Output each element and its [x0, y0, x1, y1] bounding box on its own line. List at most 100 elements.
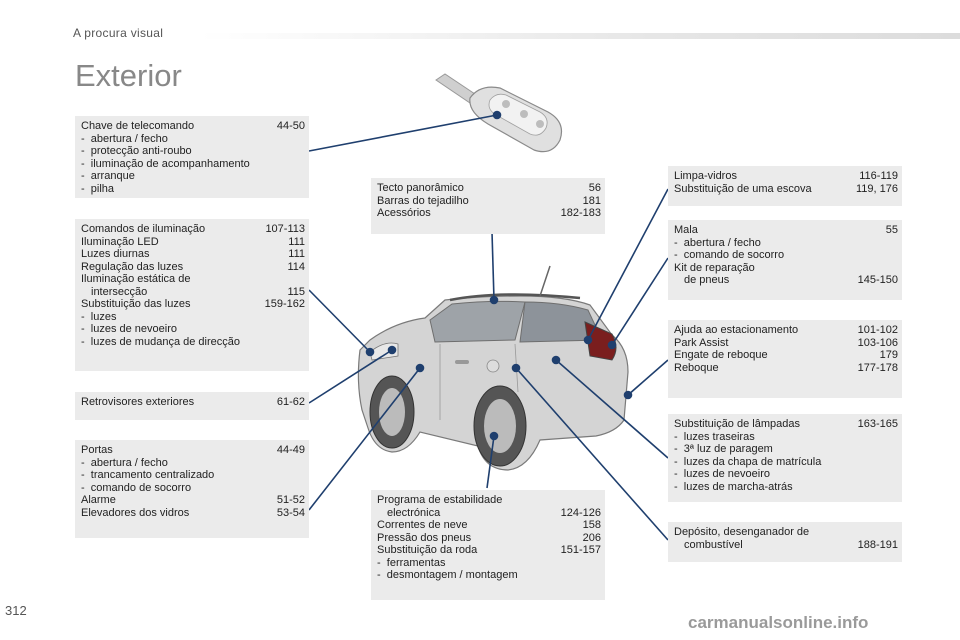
sub-item: abertura / fecho	[81, 457, 305, 470]
entry-pages: 44-50	[276, 120, 305, 132]
entry-label: pilha	[81, 183, 114, 196]
sub-item: abertura / fecho	[81, 133, 305, 146]
entry-pages: 111	[288, 248, 305, 260]
entry-label: Ajuda ao estacionamento	[674, 324, 799, 336]
section-title: A procura visual	[73, 26, 164, 40]
entry-label: Chave de telecomando	[81, 120, 195, 132]
entry-label: Alarme	[81, 494, 116, 506]
sub-item: iluminação de acompanhamento	[81, 158, 305, 171]
entry-label: abertura / fecho	[81, 133, 168, 146]
entry-label: comando de socorro	[81, 482, 191, 495]
entry-pages: 158	[582, 519, 601, 531]
sub-item: 3ª luz de paragem	[674, 443, 898, 456]
entry-pages: 181	[582, 194, 601, 207]
entry-pages: 53-54	[276, 506, 305, 519]
sub-item: luzes da chapa de matrícula	[674, 456, 898, 469]
entry-pages: 51-52	[276, 494, 305, 506]
box-remote-key: Chave de telecomando 44-50 abertura / fech…	[75, 116, 309, 198]
entry-label: Comandos de iluminação	[81, 223, 206, 235]
entry-label: arranque	[81, 170, 135, 183]
entry-label: Programa de estabilidade	[377, 494, 503, 506]
sub-item: ferramentas	[377, 557, 601, 570]
entry-row: electrónica 124-126	[377, 507, 601, 520]
entry-label: Portas	[81, 444, 113, 456]
sub-item: desmontagem / montagem	[377, 569, 601, 582]
entry-label: Luzes diurnas	[81, 248, 150, 260]
entry-label: Mala	[674, 224, 698, 236]
entry-label: electrónica	[387, 506, 441, 519]
entry-pages	[299, 273, 305, 286]
entry-row: Portas 44-49	[81, 444, 305, 457]
header-bar: A procura visual	[0, 0, 960, 48]
entry-pages	[595, 494, 601, 507]
sub-item: luzes	[81, 311, 305, 324]
entry-pages: 111	[288, 235, 305, 248]
entry-label: intersecção	[91, 285, 148, 298]
entry-row: Park Assist 103-106	[674, 337, 898, 350]
entry-pages: 145-150	[857, 274, 898, 286]
entry-label: trancamento centralizado	[81, 469, 215, 482]
entry-label: luzes de mudança de direcção	[81, 336, 240, 349]
entry-label: ferramentas	[377, 557, 446, 570]
entry-pages: 188-191	[857, 538, 898, 551]
entry-label: Substituição da roda	[377, 544, 478, 556]
sub-item: pilha	[81, 183, 305, 196]
car-body-icon	[357, 265, 629, 471]
entry-label: abertura / fecho	[81, 457, 168, 470]
box-boot: Mala55abertura / fechocomando de socorro…	[668, 220, 902, 300]
entry-pages: 179	[879, 349, 898, 361]
page-title: Exterior	[75, 58, 182, 93]
entry-pages: 116-119	[859, 170, 898, 182]
sub-item: luzes de mudança de direcção	[81, 336, 305, 349]
entry-pages: 159-162	[264, 298, 305, 310]
entry-row: Comandos de iluminação 107-113	[81, 223, 305, 236]
entry-pages: 206	[582, 531, 601, 544]
entry-label: Depósito, desenganador de	[674, 526, 810, 538]
entry-label: Park Assist	[674, 336, 729, 349]
entry-row: Kit de reparação	[674, 262, 898, 275]
entry-pages: 107-113	[265, 223, 305, 235]
entry-pages: 44-49	[276, 444, 305, 456]
key-fob-icon	[435, 73, 563, 153]
page-number: 312	[5, 603, 27, 618]
entry-pages: 101-102	[857, 324, 898, 336]
entry-label: Iluminação LED	[81, 235, 159, 248]
entry-label: comando de socorro	[674, 249, 784, 262]
entry-pages: 163-165	[857, 418, 898, 430]
entry-label: protecção anti-roubo	[81, 145, 192, 158]
entry-pages	[892, 526, 898, 539]
entry-pages: 103-106	[857, 336, 898, 349]
entry-row: Programa de estabilidade	[377, 494, 601, 507]
entry-pages: 56	[588, 182, 601, 194]
entry-label: Barras do tejadilho	[377, 194, 469, 207]
entry-label: luzes de nevoeiro	[674, 468, 770, 481]
entry-label: Acessórios	[377, 207, 431, 219]
entry-label: desmontagem / montagem	[377, 569, 518, 582]
entry-pages: 61-62	[276, 396, 305, 408]
sub-item: protecção anti-roubo	[81, 145, 305, 158]
entry-pages: 124-126	[560, 506, 601, 519]
entry-pages: 119, 176	[855, 182, 898, 195]
header-divider	[200, 33, 960, 39]
sub-item: luzes traseiras	[674, 431, 898, 444]
